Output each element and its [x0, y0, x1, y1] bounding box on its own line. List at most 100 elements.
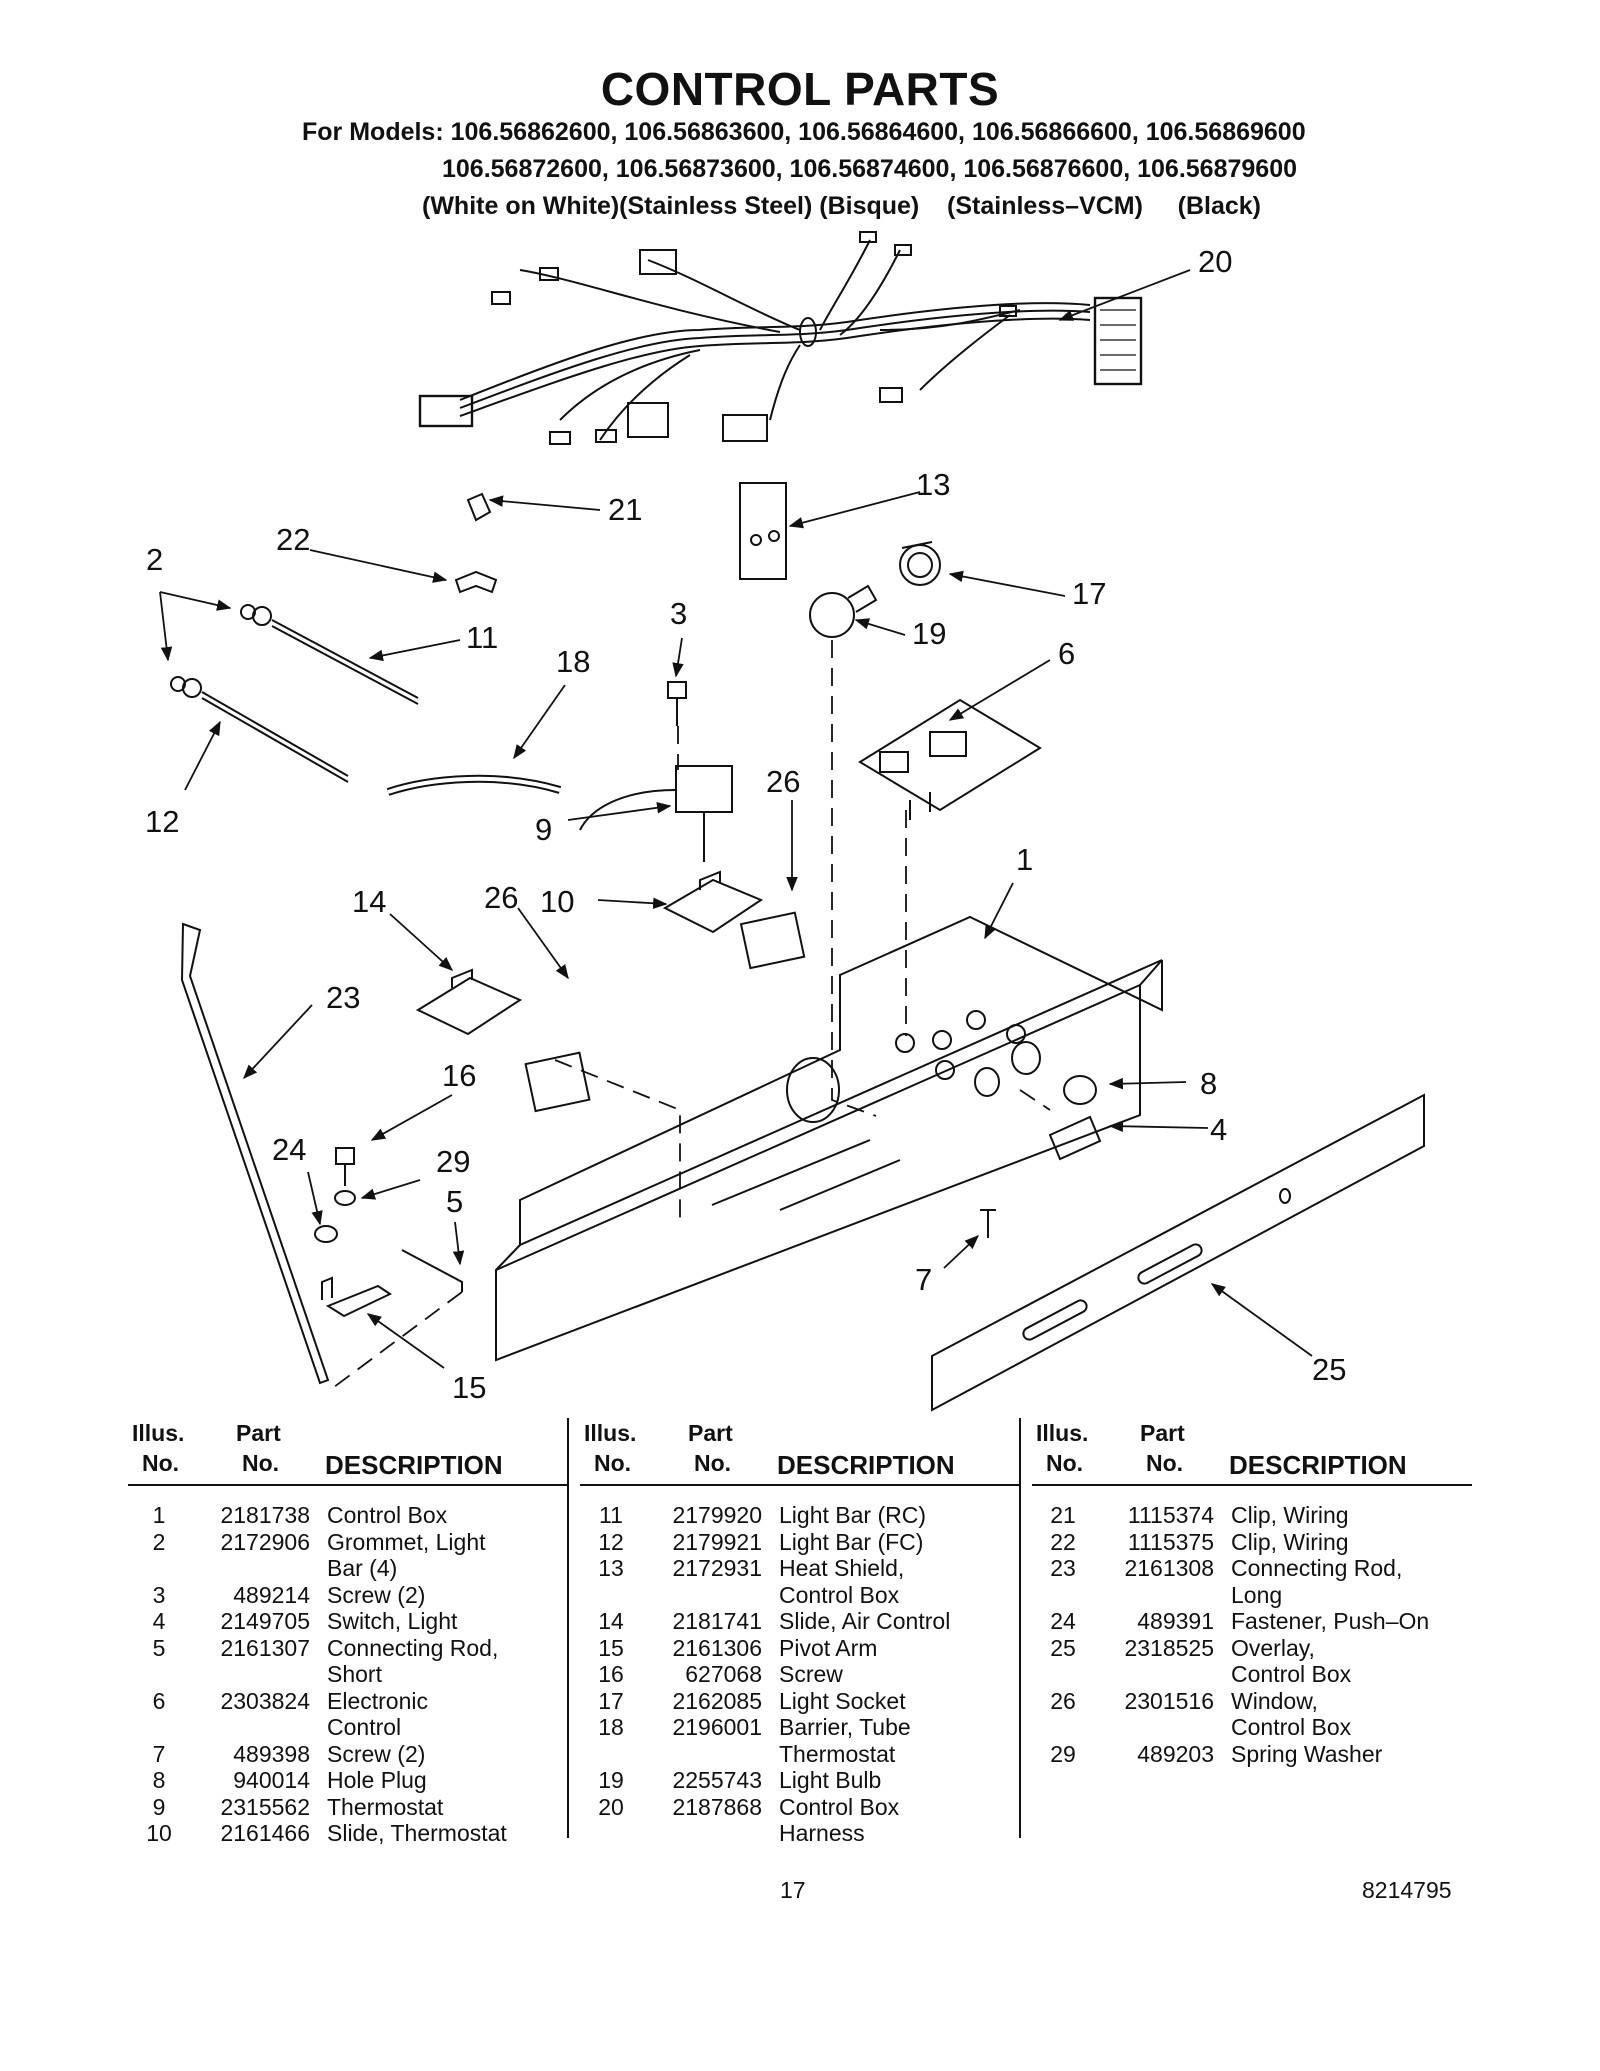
illus-number: 18	[598, 1714, 624, 1740]
illus-number: 9	[152, 1793, 166, 1820]
part-description: Clip, Wiring	[1231, 1502, 1349, 1528]
part-description: Barrier, Tube Thermostat	[779, 1714, 911, 1767]
part-number: 2161307	[220, 1634, 310, 1661]
illus-number: 26	[1050, 1687, 1076, 1714]
part-number: 2187868	[672, 1793, 762, 1820]
part-number: 2318525	[1124, 1634, 1214, 1661]
part-description: Grommet, Light Bar (4)	[327, 1528, 486, 1582]
illus-number: 4	[152, 1608, 166, 1634]
parts-list: 1 2181738 Control Box 2 2172906 Grommet, Ligh…	[128, 1502, 568, 1847]
callout-label: 15	[452, 1370, 486, 1405]
part-description: Light Socket	[779, 1687, 906, 1714]
light-socket-illustration	[899, 541, 941, 586]
illus-number: 24	[1050, 1608, 1076, 1634]
part-number: 2172906	[220, 1528, 310, 1555]
callout-label: 12	[145, 804, 179, 839]
callout-label: 9	[535, 812, 552, 847]
control-box-illustration	[495, 915, 1163, 1362]
illus-number: 14	[598, 1608, 624, 1634]
document-number: 8214795	[1362, 1877, 1452, 1903]
models-line-2: 106.56872600, 106.56873600, 106.56874600…	[442, 155, 1298, 183]
illus-number: 2	[152, 1528, 166, 1555]
part-number: 2162085	[672, 1687, 762, 1714]
callout-label: 1	[1016, 842, 1033, 877]
page-title: CONTROL PARTS	[600, 63, 1000, 115]
column-divider	[1019, 1418, 1021, 1838]
switch-light-illustration	[1048, 1115, 1102, 1161]
table-row: 26 2301516 Window, Control Box	[1032, 1688, 1472, 1741]
part-description: Thermostat	[327, 1793, 444, 1820]
thermostat-illustration	[579, 765, 733, 862]
part-number: 2181741	[672, 1608, 762, 1634]
fastener-push-on-illustration	[314, 1225, 338, 1243]
callout-label: 8	[1200, 1066, 1217, 1101]
screw-16-illustration	[335, 1147, 355, 1186]
table-row: 17 2162085 Light Socket	[580, 1688, 1020, 1715]
part-number: 2255743	[672, 1767, 762, 1793]
callout-label: 5	[446, 1184, 463, 1219]
callout-label: 17	[1072, 576, 1106, 611]
part-description: Light Bar (RC)	[779, 1502, 926, 1528]
illus-number: 19	[598, 1767, 624, 1793]
illus-number: 22	[1050, 1528, 1076, 1555]
callout-label: 13	[916, 467, 950, 502]
part-description: Pivot Arm	[779, 1634, 878, 1661]
part-description: Clip, Wiring	[1231, 1528, 1349, 1555]
part-description: Screw (2)	[327, 1740, 426, 1767]
models-line-3: (White on White)(Stainless Steel) (Bisqu…	[422, 192, 1262, 220]
callout-label: 10	[540, 884, 574, 919]
screw-7-illustration	[980, 1209, 996, 1238]
part-description: Hole Plug	[327, 1767, 427, 1793]
models-line-1: For Models: 106.56862600, 106.56863600, …	[302, 118, 1306, 146]
table-row: 2 2172906 Grommet, Light Bar (4)	[128, 1529, 568, 1582]
illus-number: 12	[598, 1528, 624, 1555]
connecting-rod-long-illustration	[180, 922, 330, 1385]
part-number: 2161308	[1124, 1555, 1214, 1581]
illus-number: 6	[152, 1687, 166, 1714]
part-number: 2181738	[220, 1502, 310, 1528]
illus-number: 1	[152, 1502, 166, 1528]
callout-label: 29	[436, 1144, 470, 1179]
callout-label: 26	[484, 880, 518, 915]
part-number: 2315562	[220, 1793, 310, 1820]
part-number: 2303824	[220, 1687, 310, 1714]
screw-3-illustration	[667, 681, 687, 726]
pivot-arm-illustration	[321, 1276, 393, 1318]
part-description: Spring Washer	[1231, 1740, 1383, 1767]
part-description: Electronic Control	[327, 1687, 428, 1741]
part-number: 1115374	[1127, 1502, 1214, 1528]
callout-label: 26	[766, 764, 800, 799]
part-number: 940014	[233, 1767, 310, 1793]
illus-number: 23	[1050, 1555, 1076, 1581]
part-number: 627068	[685, 1661, 762, 1687]
part-description: Window, Control Box	[1231, 1687, 1352, 1741]
part-description: Heat Shield, Control Box	[779, 1555, 905, 1608]
part-description: Control Box	[327, 1502, 448, 1528]
illus-number: 20	[598, 1793, 624, 1820]
part-description: Fastener, Push–On	[1231, 1608, 1430, 1634]
heat-shield-illustration	[739, 482, 787, 580]
callout-label: 2	[146, 542, 163, 577]
part-description: Connecting Rod, Short	[327, 1634, 499, 1688]
part-description: Control Box Harness	[779, 1793, 900, 1847]
connecting-rod-short-illustration	[401, 1249, 463, 1292]
part-description: Switch, Light	[327, 1608, 458, 1634]
overlay-illustration	[931, 1093, 1425, 1412]
part-number: 2301516	[1124, 1687, 1214, 1714]
illus-number: 29	[1050, 1740, 1076, 1767]
illus-number: 17	[598, 1687, 624, 1714]
illus-number: 16	[598, 1661, 624, 1687]
